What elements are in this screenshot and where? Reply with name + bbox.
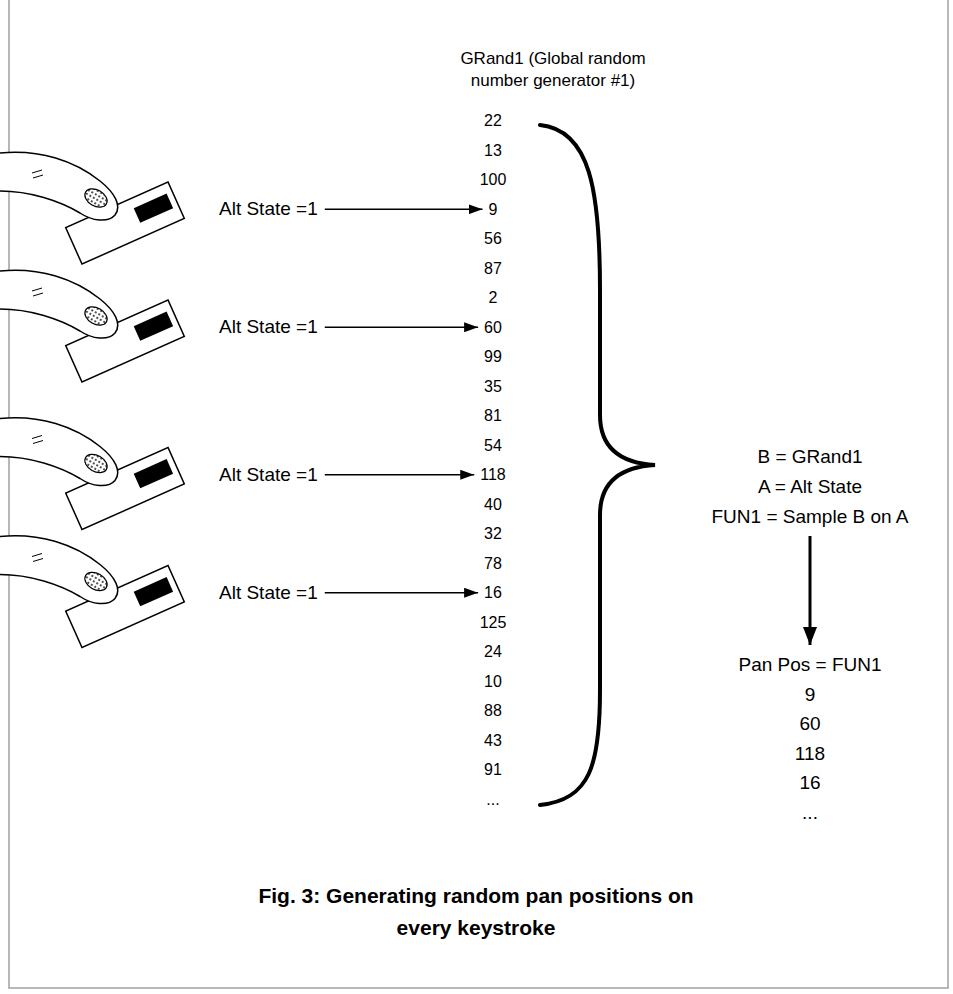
- random-number: 43: [484, 726, 502, 756]
- random-number: 32: [484, 519, 502, 549]
- random-number: 81: [484, 401, 502, 431]
- finger-on-key: [0, 536, 184, 648]
- finger-on-key: [0, 270, 184, 382]
- random-number: 125: [480, 608, 507, 638]
- random-number: 100: [480, 165, 507, 195]
- key-state-label: Alt State =1: [219, 315, 318, 339]
- key-state: Alt State =1: [215, 581, 322, 605]
- key-state-label: Alt State =1: [219, 197, 318, 221]
- random-number: 60: [484, 313, 502, 343]
- pan-value: 118: [738, 739, 881, 769]
- random-number: 88: [484, 696, 502, 726]
- pan-value: 60: [738, 709, 881, 739]
- pan-value: 9: [738, 680, 881, 710]
- random-number: 54: [484, 431, 502, 461]
- arrow-connector: [325, 327, 478, 329]
- output-column: Pan Pos = FUN196011816...: [732, 648, 887, 829]
- key-state: Alt State =1: [215, 463, 322, 487]
- formula-line: FUN1 = Sample B on A: [712, 502, 909, 532]
- curly-brace: [540, 125, 655, 805]
- formula-line: B = GRand1: [712, 442, 909, 472]
- random-number: 40: [484, 490, 502, 520]
- number-column: GRand1 (Global random number generator #…: [440, 0, 670, 814]
- formula-block: B = GRand1A = Alt StateFUN1 = Sample B o…: [706, 440, 915, 534]
- arrow-connector: [809, 536, 812, 645]
- formula-line: A = Alt State: [712, 472, 909, 502]
- arrow-connector: [325, 209, 483, 211]
- random-number: 35: [484, 372, 502, 402]
- pan-value: ...: [738, 798, 881, 828]
- finger-on-key: [0, 152, 184, 264]
- pan-value: 16: [738, 768, 881, 798]
- random-number: 87: [484, 254, 502, 284]
- random-number: 56: [484, 224, 502, 254]
- generator-heading: GRand1 (Global random number generator #…: [453, 0, 653, 106]
- random-number: 91: [484, 755, 502, 785]
- key-state: Alt State =1: [215, 197, 322, 221]
- arrow-connector: [325, 592, 478, 594]
- random-number: 13: [484, 136, 502, 166]
- key-state: Alt State =1: [215, 315, 322, 339]
- output-heading: Pan Pos = FUN1: [738, 650, 881, 680]
- arrow-connector: [325, 474, 474, 476]
- figure-caption: Fig. 3: Generating random pan positions …: [236, 880, 716, 944]
- random-number: 10: [484, 667, 502, 697]
- key-state-label: Alt State =1: [219, 581, 318, 605]
- finger-on-key: [0, 418, 184, 530]
- random-number: 9: [489, 195, 498, 225]
- random-number: 99: [484, 342, 502, 372]
- random-number: 118: [480, 460, 506, 490]
- random-number: ...: [486, 785, 499, 815]
- random-number: 16: [484, 578, 502, 608]
- random-number: 22: [484, 106, 502, 136]
- key-state-label: Alt State =1: [219, 463, 318, 487]
- random-number: 2: [489, 283, 498, 313]
- random-number: 78: [484, 549, 502, 579]
- random-number: 24: [484, 637, 502, 667]
